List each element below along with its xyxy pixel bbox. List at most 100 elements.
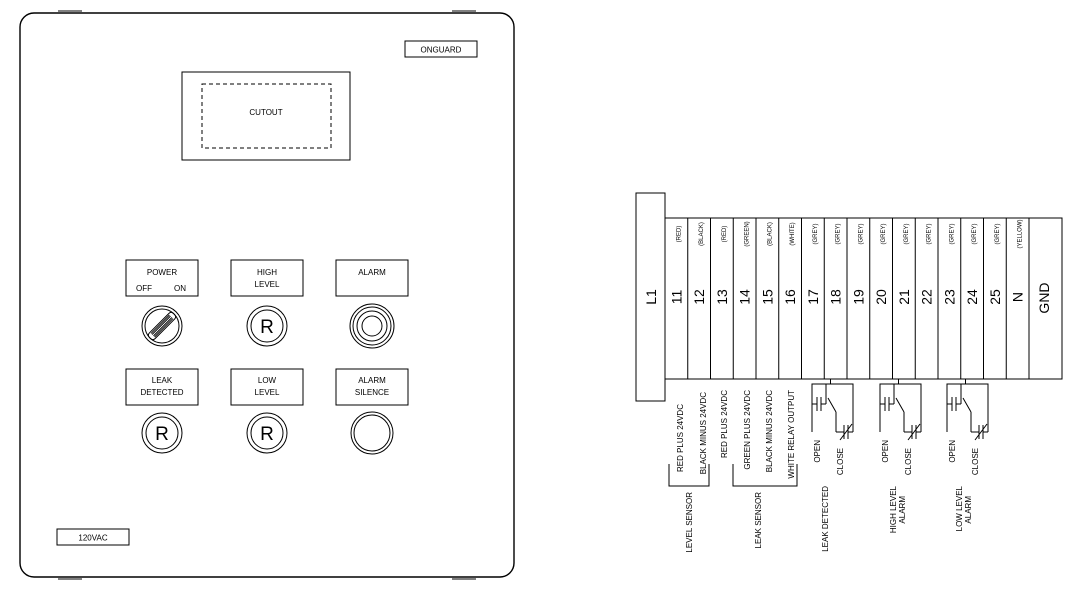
level-sensor-bracket (668, 464, 710, 487)
wire-label-terminal-14: GREEN PLUS 24VDC (743, 390, 752, 470)
low-level-indicator-letter: R (260, 424, 274, 445)
leak-detected-label: LEAK DETECTED (821, 486, 830, 552)
terminal-number: 21 (896, 289, 912, 305)
high-level-indicator-letter: R (260, 317, 274, 338)
low-level-label-line2: LEVEL (255, 388, 280, 397)
level-sensor-label: LEVEL SENSOR (685, 492, 694, 553)
alarm-silence-label-box (335, 368, 409, 406)
leak-detected-indicator-light: R (141, 412, 183, 454)
enclosure-outline (19, 12, 515, 578)
high-level-relay: OPEN CLOSE (879, 379, 922, 475)
leak-indicator-letter: R (155, 424, 169, 445)
low-level-label-line1: LOW (258, 376, 277, 385)
high-level-label-box (230, 259, 304, 297)
alarm-silence-pushbutton[interactable] (350, 411, 394, 455)
terminal-number: N (1010, 292, 1026, 302)
high-level-alarm-label-line1: HIGH LEVEL (889, 485, 898, 533)
terminal-number: 14 (737, 289, 753, 305)
terminal-number: 16 (782, 289, 798, 305)
terminal-number: 20 (873, 289, 889, 305)
contact-open-label: OPEN (881, 440, 890, 463)
terminal-wire-color: (RED) (676, 226, 682, 243)
terminal-wire-color: (GREY) (972, 223, 978, 244)
terminal-number: 11 (668, 290, 684, 305)
off-label: OFF (136, 284, 152, 293)
alarm-label: ALARM (358, 268, 386, 277)
terminal-number: 13 (714, 289, 730, 305)
l1-label: L1 (643, 289, 659, 305)
terminal-number: 23 (941, 289, 957, 305)
high-level-label-line1: HIGH (257, 268, 277, 277)
low-level-alarm-label-line1: LOW LEVEL (955, 485, 964, 531)
terminal-number: 25 (987, 289, 1003, 305)
terminal-wire-color: (BLACK) (699, 222, 705, 246)
wire-label-terminal-11: RED PLUS 24VDC (676, 404, 685, 472)
leak-detected-label-box (125, 368, 199, 406)
terminal-number: 12 (691, 289, 707, 305)
on-label: ON (174, 284, 186, 293)
high-level-indicator-light: R (246, 305, 288, 347)
terminal-wire-color: (GREY) (813, 223, 819, 244)
contact-close-label: CLOSE (836, 448, 845, 475)
terminal-wire-color: (BLACK) (767, 222, 773, 246)
voltage-label: 120VAC (78, 534, 107, 543)
terminal-wire-color: (GREY) (881, 223, 887, 244)
high-level-alarm-label-line2: ALARM (898, 496, 907, 524)
terminal-wire-color: (GREY) (836, 223, 842, 244)
terminal-wire-color: (GREY) (995, 223, 1001, 244)
terminal-number: 17 (805, 289, 821, 305)
relay-contacts: OPEN CLOSE OPEN CLOSE OPEN CLOSE (811, 379, 989, 475)
power-label-box (125, 259, 199, 297)
alarm-silence-label-line2: SILENCE (355, 388, 389, 397)
terminal-wire-color: (GREY) (904, 223, 910, 244)
terminal-number: 18 (828, 289, 844, 305)
gnd-terminal-block (1028, 217, 1063, 380)
leak-label-line1: LEAK (152, 376, 173, 385)
power-label: POWER (147, 268, 177, 277)
terminal-wire-color: (RED) (722, 226, 728, 243)
sensor-wiring: RED PLUS 24VDC BLACK MINUS 24VDC RED PLU… (668, 379, 989, 553)
alarm-horn (349, 303, 395, 349)
enclosure-front-panel: ONGUARD CUTOUT POWER OFF ON HIGH LEVEL A… (19, 10, 515, 580)
terminal-number: 19 (850, 289, 866, 305)
contact-open-label: OPEN (813, 440, 822, 463)
power-selector-switch[interactable] (141, 305, 183, 347)
high-level-label-line2: LEVEL (255, 280, 280, 289)
cutout-label: CUTOUT (249, 108, 282, 117)
brand-label-box (404, 40, 478, 58)
contact-close-label: CLOSE (971, 448, 980, 475)
contact-open-label: OPEN (948, 440, 957, 463)
leak-label-line2: DETECTED (140, 388, 183, 397)
terminal-wire-color: (WHITE) (790, 222, 796, 245)
low-level-label-box (230, 368, 304, 406)
terminal-number: 24 (964, 289, 980, 305)
terminal-wire-color: (GREY) (927, 223, 933, 244)
low-level-indicator-light: R (246, 412, 288, 454)
display-cutout-frame (181, 71, 351, 161)
gnd-label: GND (1036, 282, 1052, 313)
terminal-wire-color: (GREEN) (745, 221, 751, 246)
terminal-block: L1 GND (RED)11(BLACK)12(RED)13(GREEN)14(… (635, 192, 1063, 402)
terminal-number: 15 (759, 289, 775, 305)
leak-sensor-label: LEAK SENSOR (754, 492, 763, 549)
alarm-label-box (335, 259, 409, 297)
terminal-wire-color: (GREY) (949, 223, 955, 244)
terminal-number: 22 (919, 289, 935, 305)
terminal-wire-color: (YELLOW) (1018, 219, 1024, 248)
wire-label-terminal-15: BLACK MINUS 24VDC (765, 390, 774, 472)
terminal-wire-color: (GREY) (858, 223, 864, 244)
brand-label: ONGUARD (421, 46, 462, 55)
display-cutout (201, 83, 332, 149)
low-level-alarm-label-line2: ALARM (964, 496, 973, 524)
wire-label-terminal-13: RED PLUS 24VDC (720, 390, 729, 458)
terminal-cells: (RED) 11 (BLACK) 12 (RED) 13 (GREEN) 14 (BLACK) 1… (668, 218, 1026, 379)
contact-close-label: CLOSE (904, 448, 913, 475)
wire-label-terminal-16: WHITE RELAY OUTPUT (787, 390, 796, 479)
leak-detected-relay: OPEN CLOSE (811, 379, 854, 475)
low-level-relay: OPEN CLOSE (946, 379, 989, 475)
alarm-silence-label-line1: ALARM (358, 376, 386, 385)
leak-sensor-bracket (732, 464, 798, 487)
wire-label-terminal-12: BLACK MINUS 24VDC (699, 392, 708, 474)
voltage-label-box (56, 528, 130, 546)
